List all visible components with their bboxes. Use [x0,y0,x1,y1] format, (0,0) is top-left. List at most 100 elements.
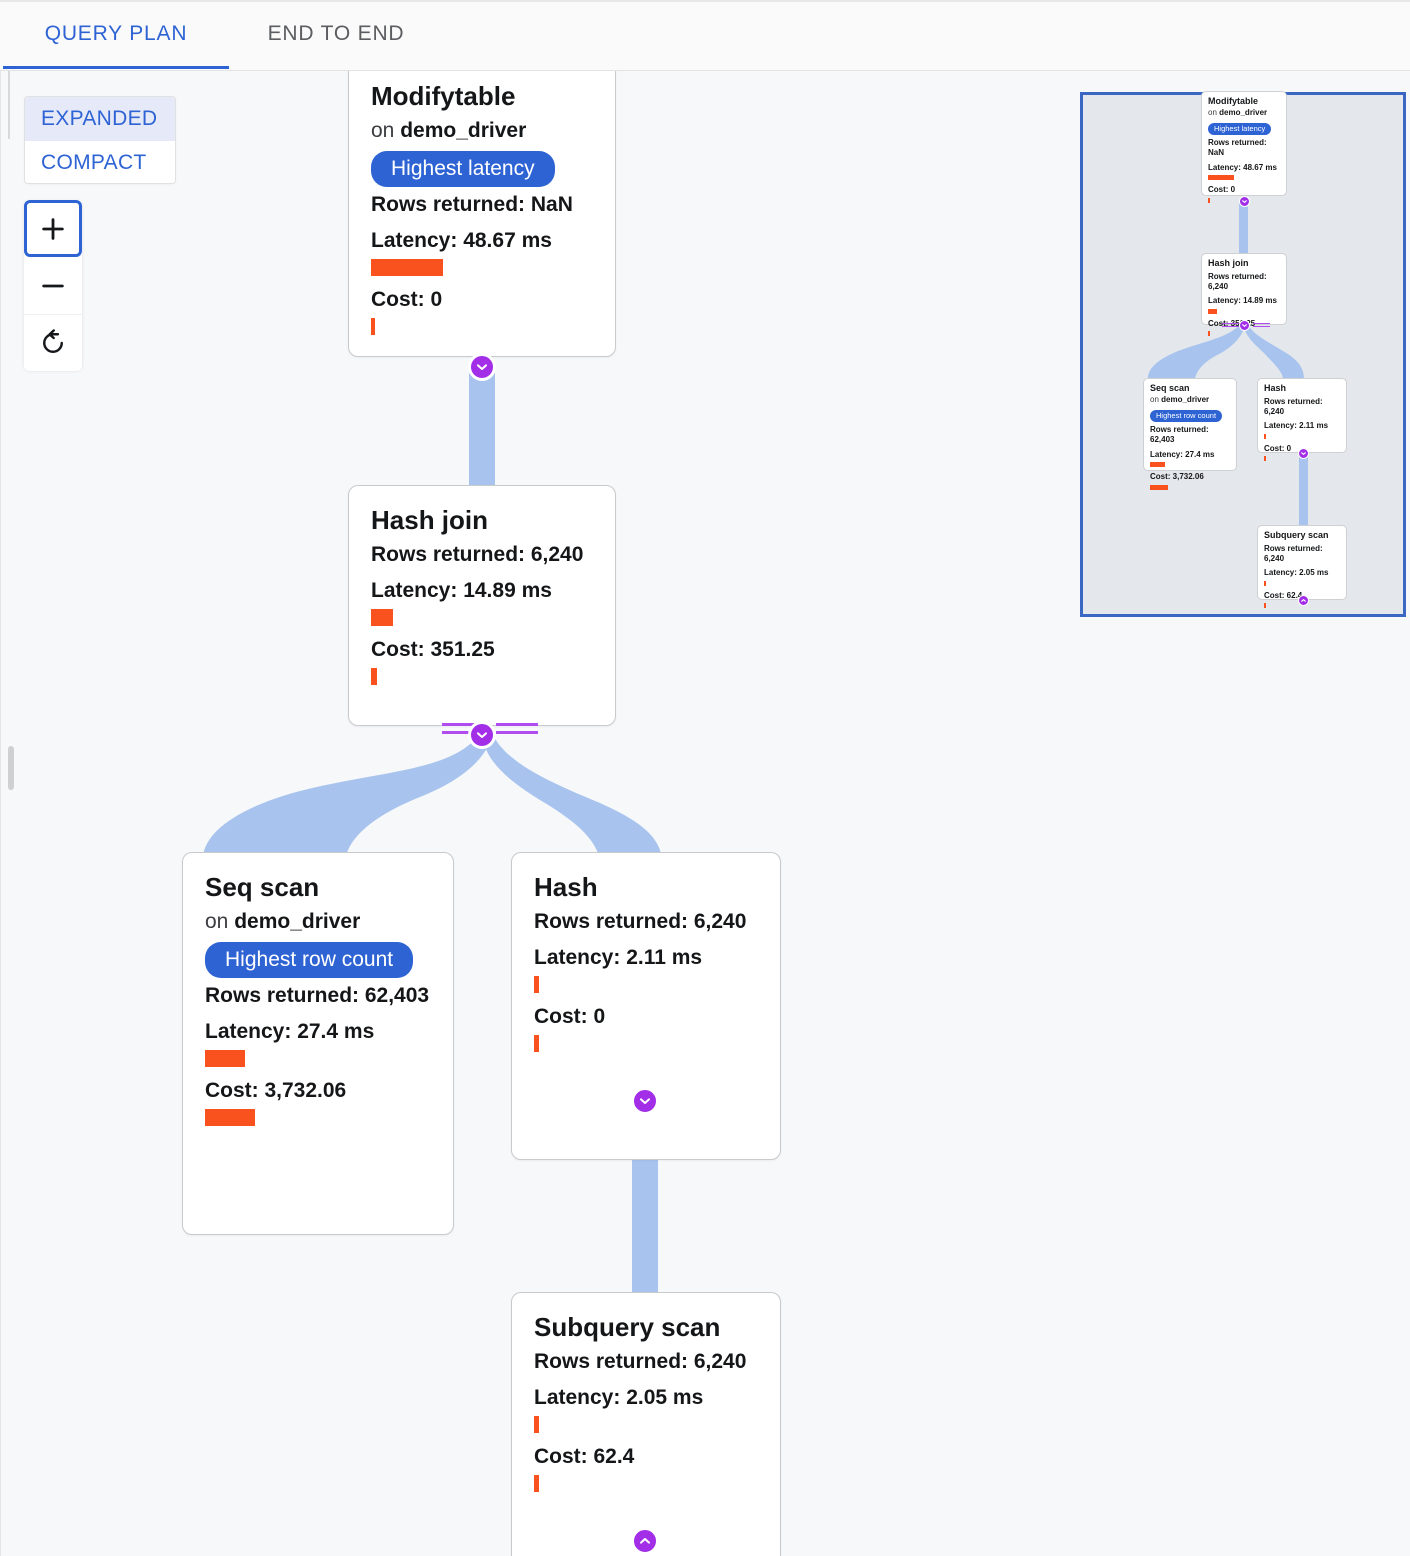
mm-relation-name: demo_driver [1161,394,1210,404]
node-title: Hash join [371,505,489,535]
chevron-down-icon [640,1098,650,1104]
node-latency: Latency: 2.11 ms [534,945,703,969]
node-relation: on demo_driver [371,119,593,143]
node-badge-highest-latency: Highest latency [371,150,555,187]
latency-bar [205,1049,245,1067]
collapse-toggle-subqueryscan[interactable] [631,1527,659,1555]
mm-latency: Latency: 48.67 ms [1208,162,1277,172]
latency-bar [534,975,539,993]
panel-resize-handle[interactable] [8,746,14,790]
node-latency: Latency: 48.67 ms [371,228,552,252]
plan-edges [203,367,662,1316]
mm-relation-prefix: on [1208,107,1217,117]
node-title: Seq scan [205,872,320,902]
mm-collapse-toggle-hash[interactable] [1298,448,1309,459]
node-relation: on demo_driver [205,910,431,934]
edge-hashjoin-hash [482,737,662,861]
tab-bar: QUERY PLAN END TO END [0,0,1410,71]
mm-latency-bar [1264,580,1266,586]
canvas-left-divider [0,71,1,1556]
mm-badge-highest-latency: Highest latency [1208,123,1272,135]
view-mode-expanded[interactable]: EXPANDED [25,97,175,141]
mm-collapse-stripes-left [1222,323,1239,329]
view-mode-compact[interactable]: COMPACT [25,141,175,183]
chevron-down-icon [477,732,487,738]
node-latency: Latency: 27.4 ms [205,1019,375,1043]
node-rows-returned: Rows returned: NaN [371,192,573,216]
active-tab-underline [3,66,229,69]
collapse-stripes-left [442,723,484,739]
mm-cost-bar [1150,484,1168,490]
zoom-controls [24,200,82,371]
mm-node-title: Modifytable [1208,96,1259,106]
chevron-down-icon [477,364,487,370]
mm-rows-returned: Rows returned: NaN [1208,138,1267,158]
plan-node-hashjoin[interactable]: Hash join Rows returned: 6,240 Latency: … [348,485,616,726]
node-rows-returned: Rows returned: 6,240 [534,1349,747,1373]
mm-rows-returned: Rows returned: 62,403 [1150,425,1209,445]
tab-end-to-end[interactable]: END TO END [236,0,436,68]
node-cost: Cost: 62.4 [534,1444,635,1468]
mm-cost-bar [1208,331,1210,337]
node-cost: Cost: 0 [371,287,443,311]
minimap-node-hashjoin[interactable]: Hash join Rows returned: 6,240 Latency: … [1201,253,1287,337]
plan-node-subqueryscan[interactable]: Subquery scan Rows returned: 6,240 Laten… [511,1292,781,1556]
collapse-toggle-modifytable[interactable] [468,353,496,381]
plan-node-seqscan[interactable]: Seq scan on demo_driver Highest row coun… [182,852,454,1235]
cost-bar [534,1034,539,1052]
mm-relation-name: demo_driver [1219,107,1268,117]
collapse-toggle-hash[interactable] [631,1087,659,1115]
mm-rows-returned: Rows returned: 6,240 [1264,396,1323,417]
view-mode-toggle: EXPANDED COMPACT [24,96,176,184]
mm-collapse-toggle-hashjoin[interactable] [1239,320,1250,331]
plan-node-modifytable[interactable]: Modifytable on demo_driver Highest laten… [348,71,616,357]
edge-modifytable-hashjoin [469,367,495,486]
mm-edge-hashjoin-seqscan [1148,323,1246,379]
mm-latency: Latency: 27.4 ms [1150,449,1215,459]
mm-collapse-toggle-modifytable[interactable] [1239,196,1250,207]
node-rows-returned: Rows returned: 62,403 [205,983,430,1007]
minimap-node-hash[interactable]: Hash Rows returned: 6,240 Latency: 2.11 … [1257,378,1347,462]
reset-view-button[interactable] [24,314,82,371]
node-rows-returned: Rows returned: 6,240 [534,909,747,933]
relation-name: demo_driver [234,909,361,933]
cost-bar [205,1108,255,1126]
mm-latency: Latency: 2.05 ms [1264,568,1329,578]
collapse-toggle-hashjoin[interactable] [468,721,496,749]
canvas-left-rail [8,71,10,139]
mm-collapse-toggle-subqueryscan[interactable] [1298,595,1309,606]
cost-bar [371,317,375,335]
node-latency: Latency: 2.05 ms [534,1385,704,1409]
mm-rows-returned: Rows returned: 6,240 [1264,543,1323,564]
mm-latency-bar [1208,308,1217,314]
mm-node-relation: on demo_driver [1208,108,1280,118]
node-title: Hash [534,872,598,902]
minimap-node-seqscan[interactable]: Seq scan on demo_driver Highest row coun… [1143,378,1237,490]
mm-edge-hashjoin-hash [1243,323,1304,379]
chevron-up-icon [1301,599,1306,602]
chevron-down-icon [1301,452,1306,455]
relation-name: demo_driver [400,118,527,142]
mm-cost-bar [1264,603,1266,609]
latency-bar [534,1415,539,1433]
minimap-viewport[interactable]: Modifytable on demo_driver Highest laten… [1080,91,1406,617]
chevron-down-icon [1242,200,1247,203]
mm-cost: Cost: 0 [1208,185,1236,195]
mm-cost: Cost: 0 [1264,443,1292,453]
minimap-node-subqueryscan[interactable]: Subquery scan Rows returned: 6,240 Laten… [1257,525,1347,609]
mm-latency-bar [1208,175,1234,181]
mm-latency: Latency: 2.11 ms [1264,421,1329,431]
mm-latency: Latency: 14.89 ms [1208,296,1277,306]
relation-prefix: on [371,118,395,142]
minimap-node-modifytable[interactable]: Modifytable on demo_driver Highest laten… [1201,91,1287,203]
chevron-down-icon [1242,324,1247,327]
relation-prefix: on [205,909,229,933]
zoom-out-button[interactable] [24,257,82,314]
mm-latency-bar [1150,462,1165,468]
reset-rotate-icon [43,329,63,353]
mm-collapse-stripes-right [1253,323,1270,329]
tab-query-plan[interactable]: QUERY PLAN [3,0,229,68]
zoom-in-button[interactable] [24,200,82,257]
mm-rows-returned: Rows returned: 6,240 [1208,271,1267,292]
